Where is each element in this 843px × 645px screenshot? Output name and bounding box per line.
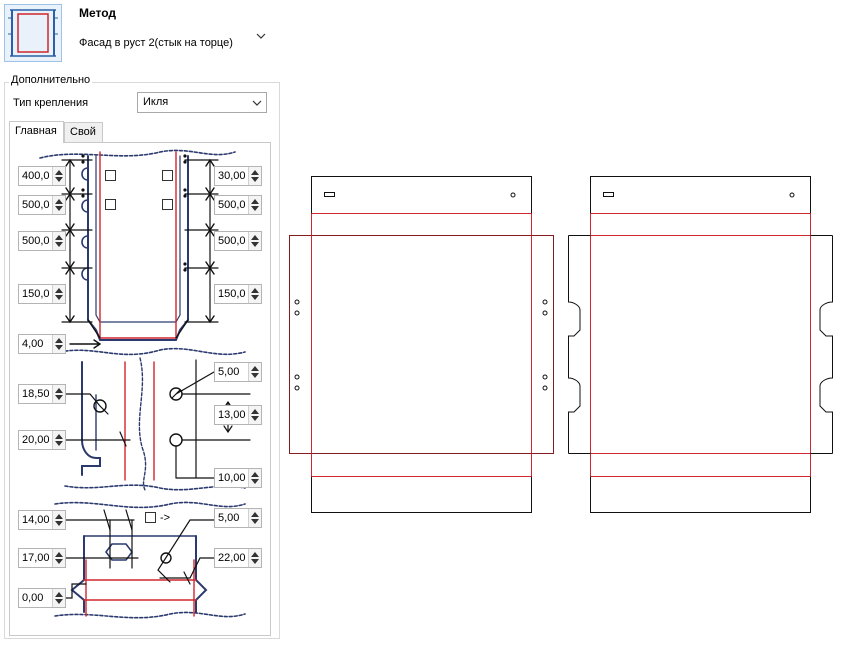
spin-button[interactable] [248,167,261,185]
right-dim-4-field[interactable]: 150,0 [214,284,262,304]
method-title: Метод [79,6,117,20]
bottom-dim-2-field[interactable]: 17,00 [18,548,66,568]
hole-checkbox-3[interactable] [105,199,116,210]
spin-up-icon[interactable] [251,287,259,293]
spin-down-icon[interactable] [251,177,259,183]
hole-dim-4-field[interactable]: 13,00 [214,405,262,425]
spin-down-icon[interactable] [55,295,63,301]
spin-up-icon[interactable] [55,387,63,393]
spin-down-icon[interactable] [55,599,63,605]
spin-button[interactable] [52,589,65,607]
preview-panel-right [568,176,833,513]
spin-button[interactable] [52,431,65,449]
spin-down-icon[interactable] [251,479,259,485]
left-dim-4-field[interactable]: 150,0 [18,284,66,304]
facade-preview [289,176,833,513]
spin-down-icon[interactable] [55,441,63,447]
hole-checkbox-4[interactable] [162,199,173,210]
spin-up-icon[interactable] [55,513,63,519]
spin-button[interactable] [248,549,261,567]
spin-up-icon[interactable] [251,408,259,414]
spin-down-icon[interactable] [55,345,63,351]
additional-group [4,82,280,639]
spin-down-icon[interactable] [251,373,259,379]
spin-button[interactable] [248,363,261,381]
spin-up-icon[interactable] [55,337,63,343]
tab-custom[interactable]: Свой [64,122,103,142]
bottom-dim-5-field[interactable]: 22,00 [214,548,262,568]
spin-button[interactable] [248,232,261,250]
left-dim-2-field[interactable]: 500,0 [18,195,66,215]
spin-up-icon[interactable] [55,169,63,175]
spin-down-icon[interactable] [251,416,259,422]
spin-up-icon[interactable] [251,551,259,557]
fixing-type-value: Икля [143,96,169,108]
spin-down-icon[interactable] [55,395,63,401]
group-legend: Дополнительно [9,74,93,86]
spin-button[interactable] [248,285,261,303]
right-dim-2-field[interactable]: 500,0 [214,195,262,215]
spin-up-icon[interactable] [251,169,259,175]
spin-up-icon[interactable] [55,287,63,293]
spin-up-icon[interactable] [55,551,63,557]
spin-button[interactable] [52,167,65,185]
spin-up-icon[interactable] [251,365,259,371]
bottom-dim-4-field[interactable]: 5,00 [214,508,262,528]
right-dim-3-field[interactable]: 500,0 [214,231,262,251]
spin-up-icon[interactable] [251,511,259,517]
spin-button[interactable] [52,511,65,529]
spin-down-icon[interactable] [55,521,63,527]
hole-dim-1-field[interactable]: 18,50 [18,384,66,404]
spin-button[interactable] [52,196,65,214]
method-thumbnail[interactable] [4,4,62,62]
bottom-dim-1-field[interactable]: 14,00 [18,510,66,530]
tab-main[interactable]: Главная [9,121,64,143]
chevron-down-icon[interactable] [254,29,268,43]
spin-down-icon[interactable] [55,206,63,212]
fixing-type-select[interactable]: Икля [137,92,267,113]
spin-button[interactable] [248,469,261,487]
bottom-dim-3-field[interactable]: 0,00 [18,588,66,608]
spin-up-icon[interactable] [251,471,259,477]
left-dim-3-field[interactable]: 500,0 [18,231,66,251]
preview-panel-left [289,176,554,513]
spin-down-icon[interactable] [251,559,259,565]
spin-up-icon[interactable] [251,198,259,204]
spin-button[interactable] [248,509,261,527]
spin-button[interactable] [52,285,65,303]
hole-dim-2-field[interactable]: 20,00 [18,430,66,450]
spin-button[interactable] [248,406,261,424]
spin-down-icon[interactable] [251,519,259,525]
method-value[interactable]: Фасад в руст 2(стык на торце) [79,37,233,49]
spin-button[interactable] [52,335,65,353]
spin-down-icon[interactable] [55,242,63,248]
spin-button[interactable] [52,385,65,403]
hole-dim-3-field[interactable]: 5,00 [214,362,262,382]
spin-down-icon[interactable] [55,177,63,183]
offset-field[interactable]: 4,00 [18,334,66,354]
spin-button[interactable] [52,549,65,567]
spin-up-icon[interactable] [55,234,63,240]
spin-up-icon[interactable] [55,433,63,439]
spin-button[interactable] [52,232,65,250]
spin-down-icon[interactable] [251,242,259,248]
fixing-type-label: Тип крепления [13,97,89,109]
hole-checkbox-1[interactable] [105,170,116,181]
left-dim-1-field[interactable]: 400,0 [18,166,66,186]
spin-down-icon[interactable] [55,559,63,565]
spin-up-icon[interactable] [251,234,259,240]
spin-up-icon[interactable] [55,591,63,597]
chevron-down-icon [252,100,262,106]
right-dim-1-field[interactable]: 30,00 [214,166,262,186]
spin-down-icon[interactable] [251,206,259,212]
hole-dim-5-field[interactable]: 10,00 [214,468,262,488]
mirror-checkbox[interactable] [145,512,156,523]
spin-up-icon[interactable] [55,198,63,204]
mirror-arrow-label: -> [160,512,171,524]
hole-checkbox-2[interactable] [162,170,173,181]
spin-down-icon[interactable] [251,295,259,301]
spin-button[interactable] [248,196,261,214]
